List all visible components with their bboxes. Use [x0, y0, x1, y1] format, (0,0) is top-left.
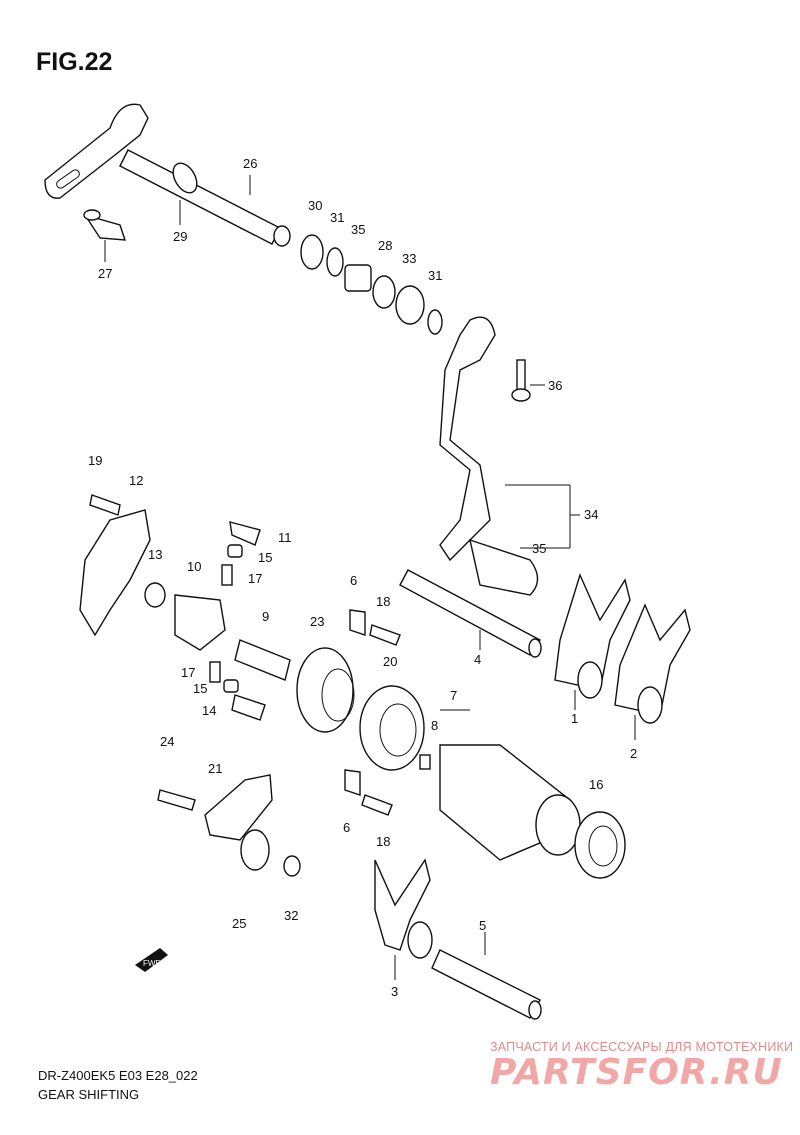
callout: 27	[98, 266, 112, 281]
gear-shift-lever[interactable]	[439, 316, 539, 596]
callout: 16	[589, 777, 603, 792]
callout: 3	[391, 984, 398, 999]
cam-pin-9[interactable]	[234, 639, 291, 681]
callout: 26	[243, 156, 257, 171]
callout: 36	[548, 378, 562, 393]
callout: 6	[350, 573, 357, 588]
gear-shift-shaft[interactable]	[44, 103, 291, 247]
callout: 13	[148, 547, 162, 562]
callout: 6	[343, 820, 350, 835]
callout: 11	[278, 530, 292, 545]
collar-14[interactable]	[144, 582, 166, 608]
cam-stopper-assembly[interactable]	[157, 774, 301, 877]
callout: 24	[160, 734, 174, 749]
callout: 29	[173, 229, 187, 244]
callout: 15	[193, 681, 207, 696]
callout: 18	[376, 834, 390, 849]
callout: 31	[330, 210, 344, 225]
callout: 17	[181, 665, 195, 680]
fork-shaft-5[interactable]	[431, 949, 542, 1020]
callout: 7	[450, 688, 457, 703]
gear-shift-cam[interactable]	[419, 744, 581, 861]
callout: 21	[208, 761, 222, 776]
callout: 28	[378, 238, 392, 253]
bolt-19[interactable]	[89, 494, 121, 516]
callout: 30	[308, 198, 322, 213]
callout: 8	[431, 718, 438, 733]
callout: 34	[584, 507, 598, 522]
bolt-36[interactable]	[511, 359, 531, 402]
watermark-brand: PARTSFOR.RU	[490, 1052, 783, 1093]
callout: 4	[474, 652, 481, 667]
callout: 17	[248, 571, 262, 586]
pawls-pins-springs[interactable]	[209, 521, 266, 721]
callout: 14	[202, 703, 216, 718]
fwd-arrow: FWD	[135, 948, 168, 972]
pawl-lifter[interactable]	[174, 594, 226, 651]
shift-fork-2[interactable]	[614, 603, 691, 724]
callout: 25	[232, 916, 246, 931]
callout: 35	[532, 541, 546, 556]
bolt-27[interactable]	[83, 209, 126, 241]
callout: 20	[383, 654, 397, 669]
stoppers-and-bolts[interactable]	[344, 609, 401, 816]
callout: 15	[258, 550, 272, 565]
callout: 5	[479, 918, 486, 933]
callout: 35	[351, 222, 365, 237]
bearing-20[interactable]	[359, 685, 425, 771]
fork-shaft-4[interactable]	[399, 569, 542, 658]
cam-driven-gear[interactable]	[296, 647, 355, 733]
callout: 33	[402, 251, 416, 266]
callout: 23	[310, 614, 324, 629]
callout: 2	[630, 746, 637, 761]
callout: 12	[129, 473, 143, 488]
callout: 1	[571, 711, 578, 726]
watermark-tagline: ЗАПЧАСТИ И АКСЕССУАРЫ ДЛЯ МОТОТЕХНИКИ	[490, 1040, 794, 1054]
fwd-label: FWD	[143, 959, 161, 968]
callout: 31	[428, 268, 442, 283]
shift-fork-3[interactable]	[374, 858, 433, 959]
callout: 18	[376, 594, 390, 609]
callout: 32	[284, 908, 298, 923]
figure-title: FIG.22	[36, 48, 113, 76]
cam-stopper-plate[interactable]	[79, 509, 151, 637]
bearing-16[interactable]	[574, 811, 626, 879]
model-code: DR-Z400EK5 E03 E28_022	[38, 1068, 198, 1083]
section-name: GEAR SHIFTING	[38, 1087, 140, 1102]
shift-fork-1[interactable]	[554, 573, 631, 699]
callout: 10	[187, 559, 201, 574]
leader-lines	[104, 175, 636, 980]
shaft-seals-and-bearings[interactable]	[300, 234, 443, 335]
callout: 9	[262, 609, 269, 624]
callout-labels: 26 29 27 30 31 35 28 33 31 36 34 35 19 1…	[88, 156, 637, 999]
callout: 19	[88, 453, 102, 468]
